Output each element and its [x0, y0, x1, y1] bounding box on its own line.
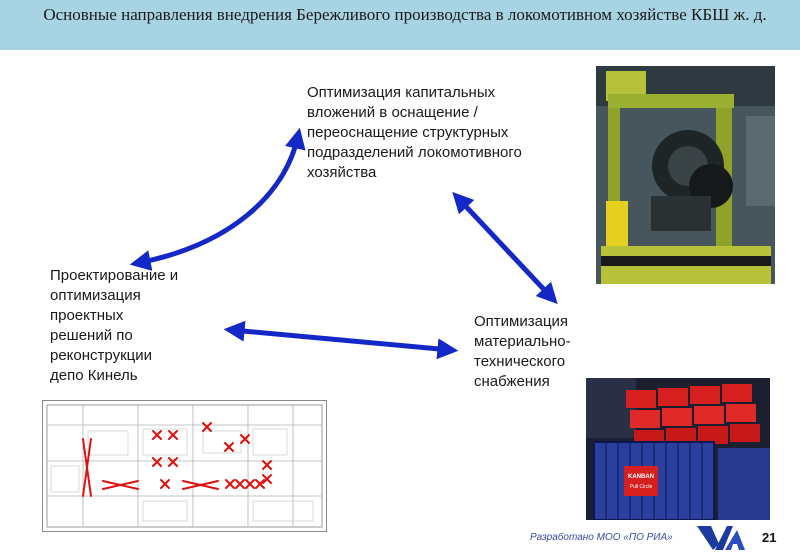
depot-floor-plan: [42, 400, 327, 532]
floor-plan-drawing: [46, 404, 323, 528]
supply-optimization-block: Оптимизация материально- технического сн…: [474, 312, 571, 392]
design-line-1: Проектирование и: [50, 267, 179, 284]
capital-line-2: вложений в оснащение /: [307, 104, 478, 121]
locomotive-equipment-photo: [596, 66, 775, 284]
supply-line-4: снабжения: [474, 373, 550, 390]
design-line-5: реконструкции: [50, 347, 152, 364]
design-line-3: проектных: [50, 307, 124, 324]
capital-line-5: хозяйства: [307, 164, 377, 181]
header-bar: Основные направления внедрения Бережливо…: [0, 0, 800, 50]
capital-line-1: Оптимизация капитальных: [307, 84, 496, 101]
storage-bins-photo: KANBAN Pull Circle: [586, 378, 770, 520]
page-title: Основные направления внедрения Бережливо…: [43, 5, 767, 24]
capital-line-4: подразделений локомотивного: [307, 144, 522, 161]
machine-illustration: [596, 66, 775, 284]
design-optimization-block: Проектирование и оптимизация проектных р…: [50, 266, 178, 386]
supply-line-1: Оптимизация: [474, 313, 569, 330]
design-line-6: депо Кинель: [50, 367, 138, 384]
kanban-sign-line-1: KANBAN: [628, 474, 654, 480]
design-line-4: решений по: [50, 327, 133, 344]
arrow-capital-to-supply: [452, 191, 558, 305]
kanban-sign-line-2: Pull Circle: [630, 484, 653, 490]
page-number: 21: [762, 530, 777, 545]
arrow-design-to-capital: [129, 127, 306, 271]
capital-line-3: переоснащение структурных: [307, 124, 509, 141]
capital-investment-block: Оптимизация капитальных вложений в оснащ…: [307, 83, 522, 183]
supply-line-3: технического: [474, 353, 566, 370]
kanban-sign: [624, 466, 658, 496]
design-line-2: оптимизация: [50, 287, 141, 304]
developed-by-label: Разработано МОО «ПО РИА»: [530, 532, 673, 543]
ria-logo-icon: [697, 526, 745, 550]
supply-line-2: материально-: [474, 333, 571, 350]
bins-illustration: KANBAN Pull Circle: [586, 378, 770, 520]
removal-markers: [82, 422, 272, 497]
arrow-design-to-supply: [223, 320, 459, 360]
